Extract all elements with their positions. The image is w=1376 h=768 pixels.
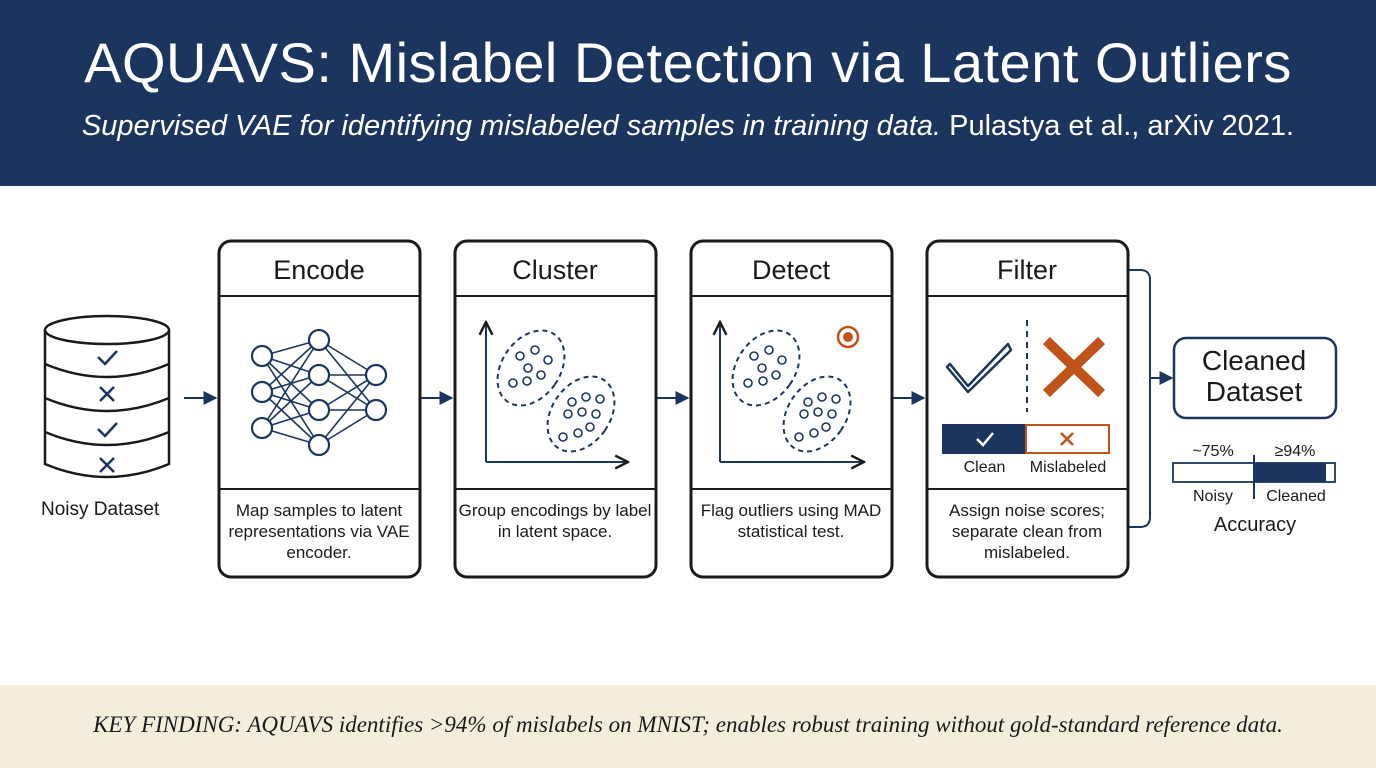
check-icon — [97, 422, 118, 438]
step-title-detect: Detect — [751, 255, 831, 285]
step-desc-detect: Flag outliers using MAD statistical test… — [700, 501, 882, 541]
step-title-filter: Filter — [997, 255, 1057, 285]
cleaned-dataset-line2: Dataset — [1205, 376, 1303, 407]
step-desc-filter: Assign noise scores; separate clean from… — [949, 501, 1105, 562]
key-finding-text: KEY FINDING: AQUAVS identifies >94% of m… — [93, 712, 1283, 737]
step-box-cluster — [453, 239, 658, 579]
check-icon — [945, 342, 1013, 394]
accuracy-title: Accuracy — [1213, 514, 1297, 536]
arrow-filter-output — [1129, 269, 1172, 528]
footer-banner — [0, 685, 1376, 768]
step-desc-cluster: Group encodings by label in latent space… — [458, 501, 652, 541]
subtitle-citation: Pulastya et al., arXiv 2021. — [949, 110, 1295, 142]
accuracy-bar — [1172, 455, 1336, 499]
accuracy-noisy-value: ~75% — [1192, 443, 1234, 460]
accuracy-cleaned-value: ≥94% — [1274, 443, 1316, 460]
cross-icon — [1042, 336, 1106, 398]
outlier-target-icon — [836, 325, 860, 349]
cross-icon — [99, 457, 115, 473]
check-icon — [97, 350, 118, 366]
database-icon — [43, 314, 171, 479]
page-title: AQUAVS: Mislabel Detection via Latent Ou… — [84, 31, 1292, 94]
step-desc-encode: Map samples to latent representations vi… — [228, 501, 410, 562]
accuracy-noisy-label: Noisy — [1192, 488, 1233, 505]
accuracy-cleaned-label: Cleaned — [1266, 488, 1326, 505]
cleaned-dataset-label: Cleaned Dataset — [1174, 345, 1334, 407]
neural-network-icon — [250, 328, 388, 457]
step-title-cluster: Cluster — [512, 255, 598, 285]
cleaned-dataset-line1: Cleaned — [1201, 345, 1307, 376]
page-subtitle: Supervised VAE for identifying mislabele… — [0, 110, 1376, 143]
subtitle-description: Supervised VAE for identifying mislabele… — [81, 110, 942, 142]
step-title-encode: Encode — [273, 255, 365, 285]
flow-arrows — [184, 269, 1172, 528]
legend-clean-label: Clean — [963, 459, 1006, 476]
outlier-plot-icon — [719, 318, 865, 464]
header-banner: AQUAVS: Mislabel Detection via Latent Ou… — [0, 0, 1376, 186]
noisy-dataset-label: Noisy Dataset — [41, 499, 160, 520]
cross-icon — [1060, 432, 1074, 446]
legend-mislabeled-label: Mislabeled — [1029, 459, 1107, 476]
check-icon — [976, 432, 994, 447]
cleaned-dataset-box — [1172, 336, 1338, 420]
cross-icon — [99, 386, 115, 402]
filter-legend-bar — [942, 424, 1110, 454]
step-box-detect — [689, 239, 894, 579]
cluster-plot-icon — [484, 318, 629, 464]
accuracy-cleaned-fill — [1254, 463, 1326, 482]
